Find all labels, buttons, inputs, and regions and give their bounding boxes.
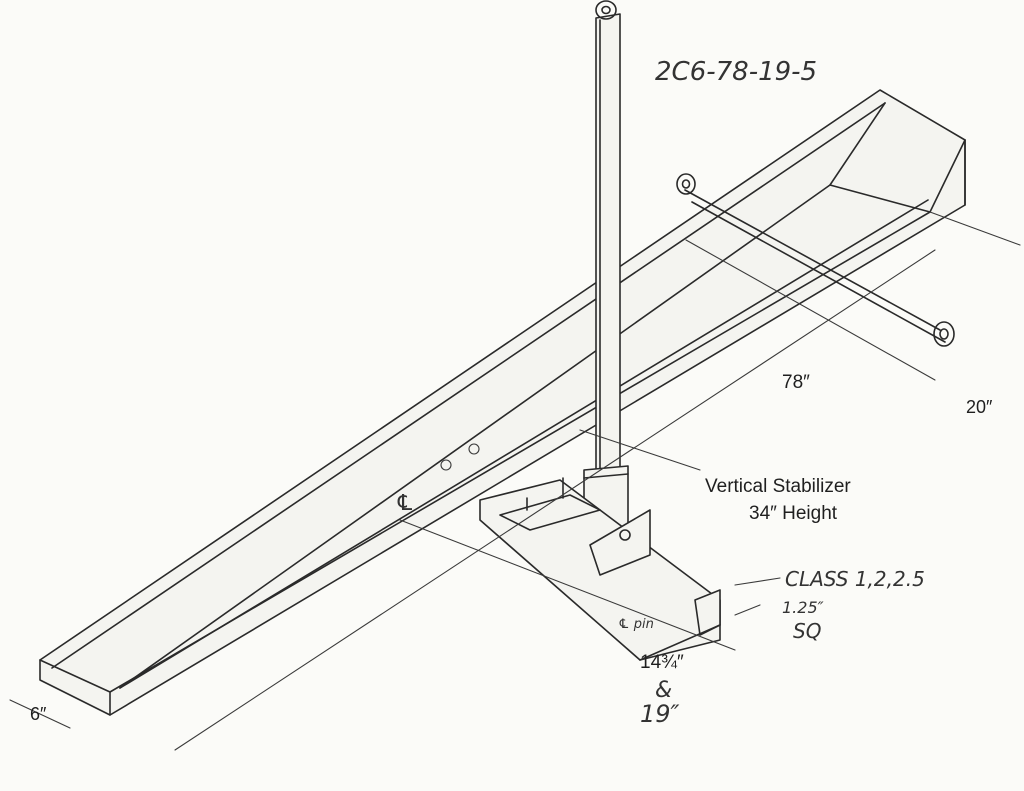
cross-bar	[676, 173, 955, 347]
channel-width-dimension: 6″	[30, 704, 47, 724]
offset-a-dimension: 14¾″	[640, 652, 684, 673]
hitch-size-unit: SQ	[793, 619, 821, 643]
dimension-lines	[9, 211, 1021, 751]
channel-hole	[440, 459, 452, 471]
offset-amp: &	[655, 678, 672, 703]
main-channel	[39, 89, 966, 716]
centerline-mark: ℄	[395, 491, 415, 516]
hitch-class-label: CLASS 1,2,2.5	[785, 567, 925, 591]
part-number: 2C6-78-19-5	[655, 57, 817, 87]
pin-note: ℄ pin	[618, 617, 654, 632]
stabilizer-title: Vertical Stabilizer	[705, 476, 851, 497]
stabilizer-height: 34″ Height	[749, 503, 838, 524]
channel-hole	[468, 443, 480, 455]
hitch-size-label: 1.25″	[782, 598, 824, 617]
length-dimension: 78″	[782, 372, 810, 393]
offset-b-dimension: 19″	[640, 700, 680, 728]
hitch-mount	[479, 477, 721, 661]
crossbar-width-dimension: 20″	[966, 397, 993, 417]
